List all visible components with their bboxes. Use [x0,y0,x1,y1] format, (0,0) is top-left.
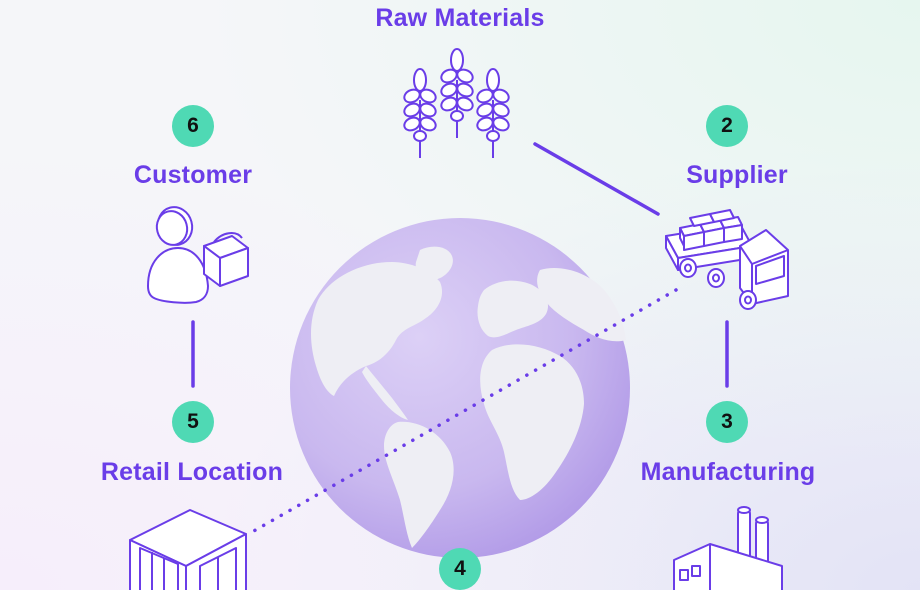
globe-icon [290,218,630,558]
wheat-icon [403,48,510,158]
connector-dotted-truck-store [250,288,678,534]
factory-icon [673,506,783,590]
step-badge-4: 4 [439,548,481,590]
customer-icon [147,206,249,304]
stage-label-retail-location: Retail Location [100,458,284,486]
connector-raw-materials-supplier [533,142,660,216]
stage-label-manufacturing: Manufacturing [640,458,816,486]
step-badge-2: 2 [706,105,748,147]
stage-label-supplier: Supplier [686,161,788,189]
truck-icon [665,209,789,310]
step-badge-6: 6 [172,105,214,147]
step-badge-5: 5 [172,401,214,443]
stage-label-raw-materials: Raw Materials [375,4,545,32]
store-icon [129,509,247,590]
stage-label-customer: Customer [133,161,253,189]
step-badge-3: 3 [706,401,748,443]
